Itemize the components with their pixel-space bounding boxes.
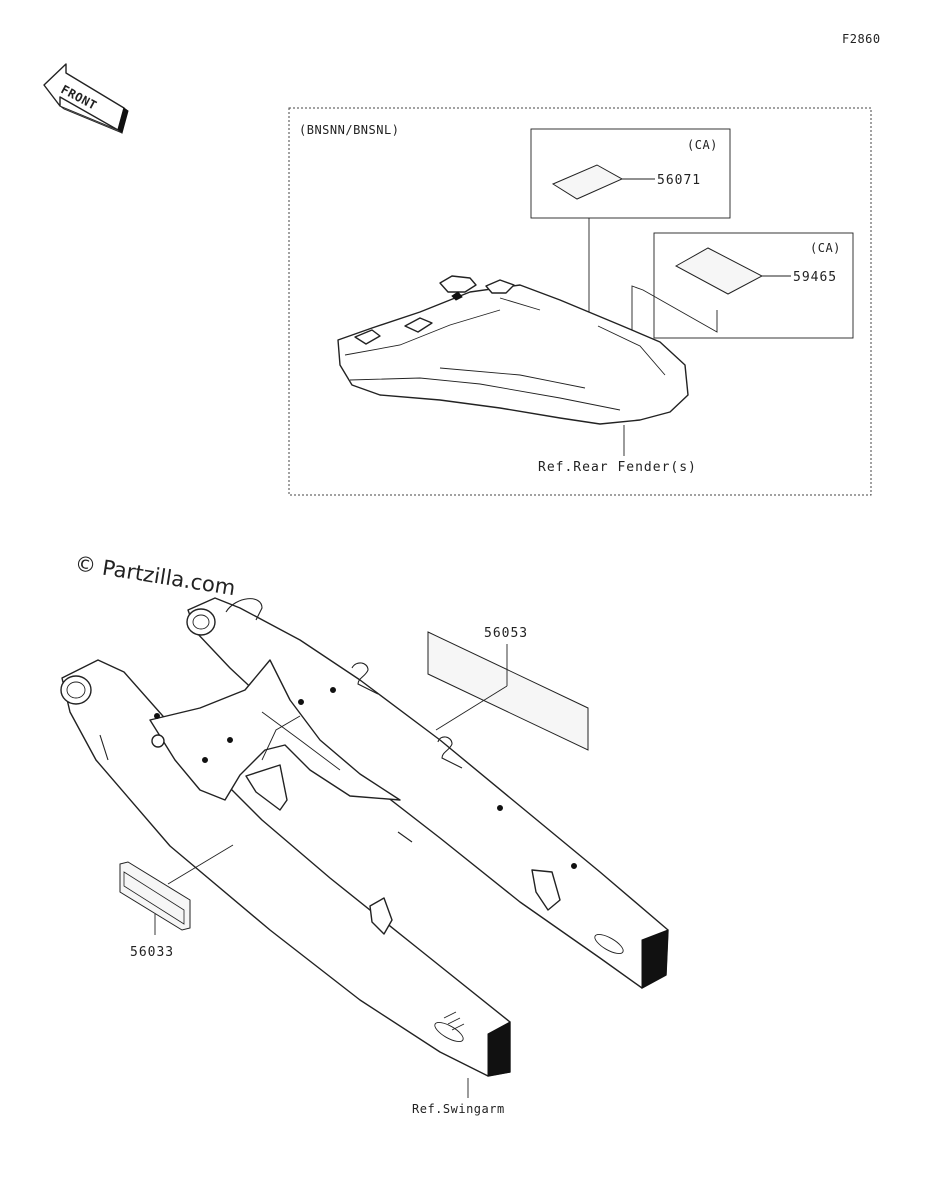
- rear-fender-drawing: Ref.Rear Fender(s): [337, 275, 697, 475]
- adjuster-slot-right-icon: [594, 934, 624, 954]
- inset-frame: [288, 107, 872, 496]
- rear-fender-reference: Ref.Rear Fender(s): [538, 460, 697, 475]
- adjuster-slot-left-icon: [434, 1022, 464, 1042]
- callout-59465-region: (CA): [810, 241, 841, 255]
- part-number-56071: 56071: [657, 173, 701, 188]
- callout-56071-region: (CA): [687, 138, 718, 152]
- part-number-56053: 56053: [484, 626, 528, 641]
- watermark: © Partzilla.com: [73, 551, 237, 600]
- front-direction-arrow-icon: FRONT: [43, 63, 129, 134]
- part-number-56033: 56033: [130, 945, 174, 960]
- label-56033-icon: [119, 861, 191, 931]
- hose-clip-lower-icon: [437, 736, 463, 769]
- part-number-59465: 59465: [793, 270, 837, 285]
- decal-56053: 56053: [427, 626, 589, 751]
- swingarm-left-end-cap: [487, 1021, 511, 1077]
- callout-59465: (CA) 59465: [631, 232, 854, 374]
- decal-56033: 56033: [119, 844, 234, 960]
- swingarm-drawing: [60, 597, 669, 1077]
- figure-code: F2860: [842, 32, 881, 46]
- label-56053-icon: [427, 631, 589, 751]
- swingarm-right-end-cap: [641, 929, 669, 989]
- swingarm-reference: Ref.Swingarm: [412, 1102, 505, 1116]
- label-56071-icon: [551, 164, 624, 200]
- hose-clip-top-icon: [225, 598, 263, 621]
- model-label: (BNSNN/BNSNL): [299, 123, 399, 137]
- label-59465-icon: [674, 247, 764, 295]
- hose-clip-upper-icon: [351, 662, 379, 695]
